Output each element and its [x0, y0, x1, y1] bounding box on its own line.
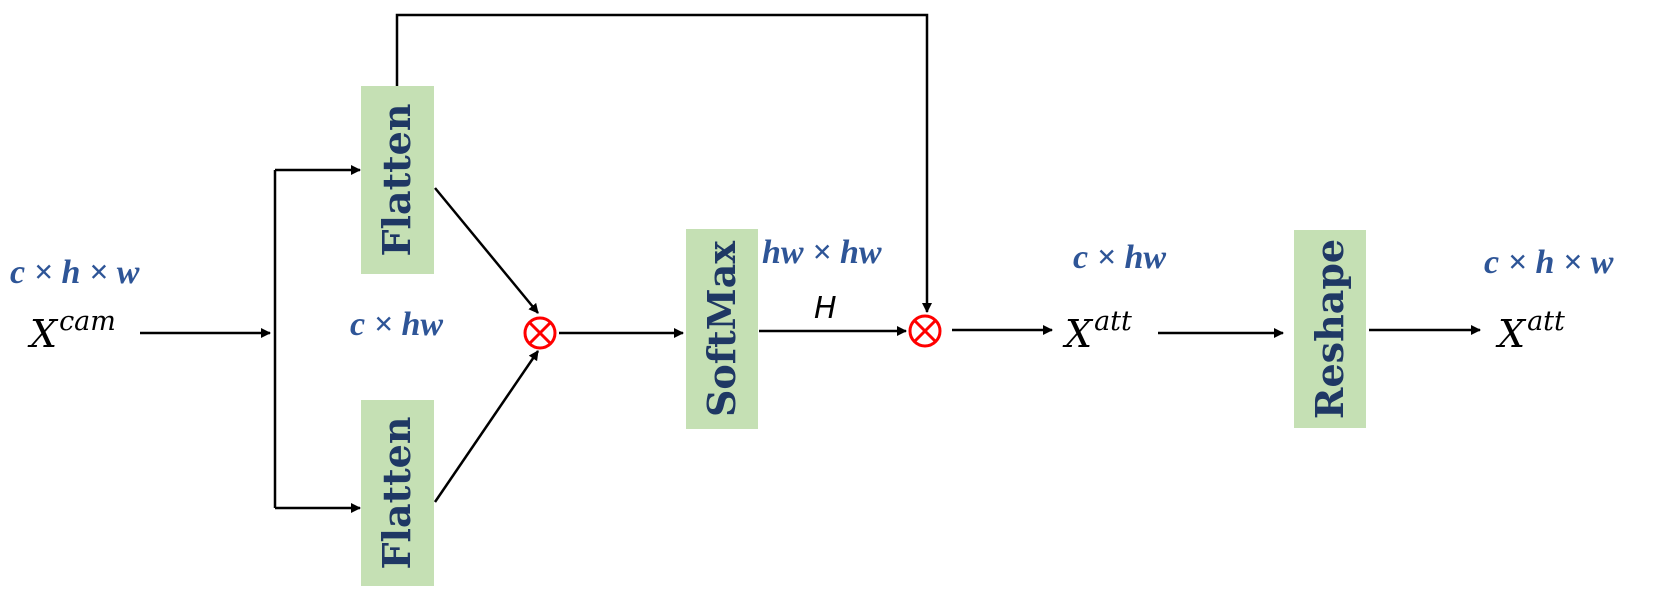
xatt-mid-superscript: att	[1094, 306, 1132, 337]
skip-connection-line	[395, 13, 932, 313]
input-symbol: X	[27, 312, 59, 356]
circled-times-icon	[908, 314, 942, 348]
flatten-dims-label: c × hw	[350, 306, 443, 343]
connectors	[140, 13, 1481, 513]
flatten-bottom-box	[361, 400, 434, 586]
arrow-flatten-bottom-to-multiply	[433, 350, 540, 503]
input-superscript: cam	[59, 306, 116, 337]
flatten-top-block: Flatten	[361, 86, 434, 274]
reshape-label: Reshape	[1307, 239, 1352, 419]
softmax-label: SoftMax	[699, 241, 744, 417]
multiply-operator-1	[523, 316, 557, 350]
circled-times-icon	[523, 316, 557, 350]
xatt-mid-variable: Xatt	[1062, 306, 1132, 356]
output-superscript: att	[1527, 306, 1565, 337]
output-dims-label: c × h × w	[1484, 244, 1614, 281]
xatt-mid-symbol: X	[1062, 312, 1094, 356]
flatten-top-label: Flatten	[374, 104, 419, 257]
output-symbol: X	[1495, 312, 1527, 356]
reshape-box	[1294, 230, 1366, 428]
input-dims-label: c × h × w	[10, 254, 140, 291]
softmax-output-label: H	[814, 291, 837, 326]
softmax-block: SoftMax	[686, 229, 758, 429]
flatten-bottom-block: Flatten	[361, 400, 434, 586]
arrow-flatten-top-to-multiply	[434, 187, 539, 314]
softmax-box	[686, 229, 758, 429]
flatten-top-box	[361, 86, 434, 274]
xatt-mid-dims-label: c × hw	[1073, 239, 1166, 276]
flatten-bottom-label: Flatten	[374, 417, 419, 570]
output-variable: Xatt	[1495, 306, 1565, 356]
softmax-dims-label: hw × hw	[762, 234, 882, 271]
reshape-block: Reshape	[1294, 230, 1366, 428]
multiply-operator-2	[908, 314, 942, 348]
input-variable: Xcam	[27, 306, 116, 356]
